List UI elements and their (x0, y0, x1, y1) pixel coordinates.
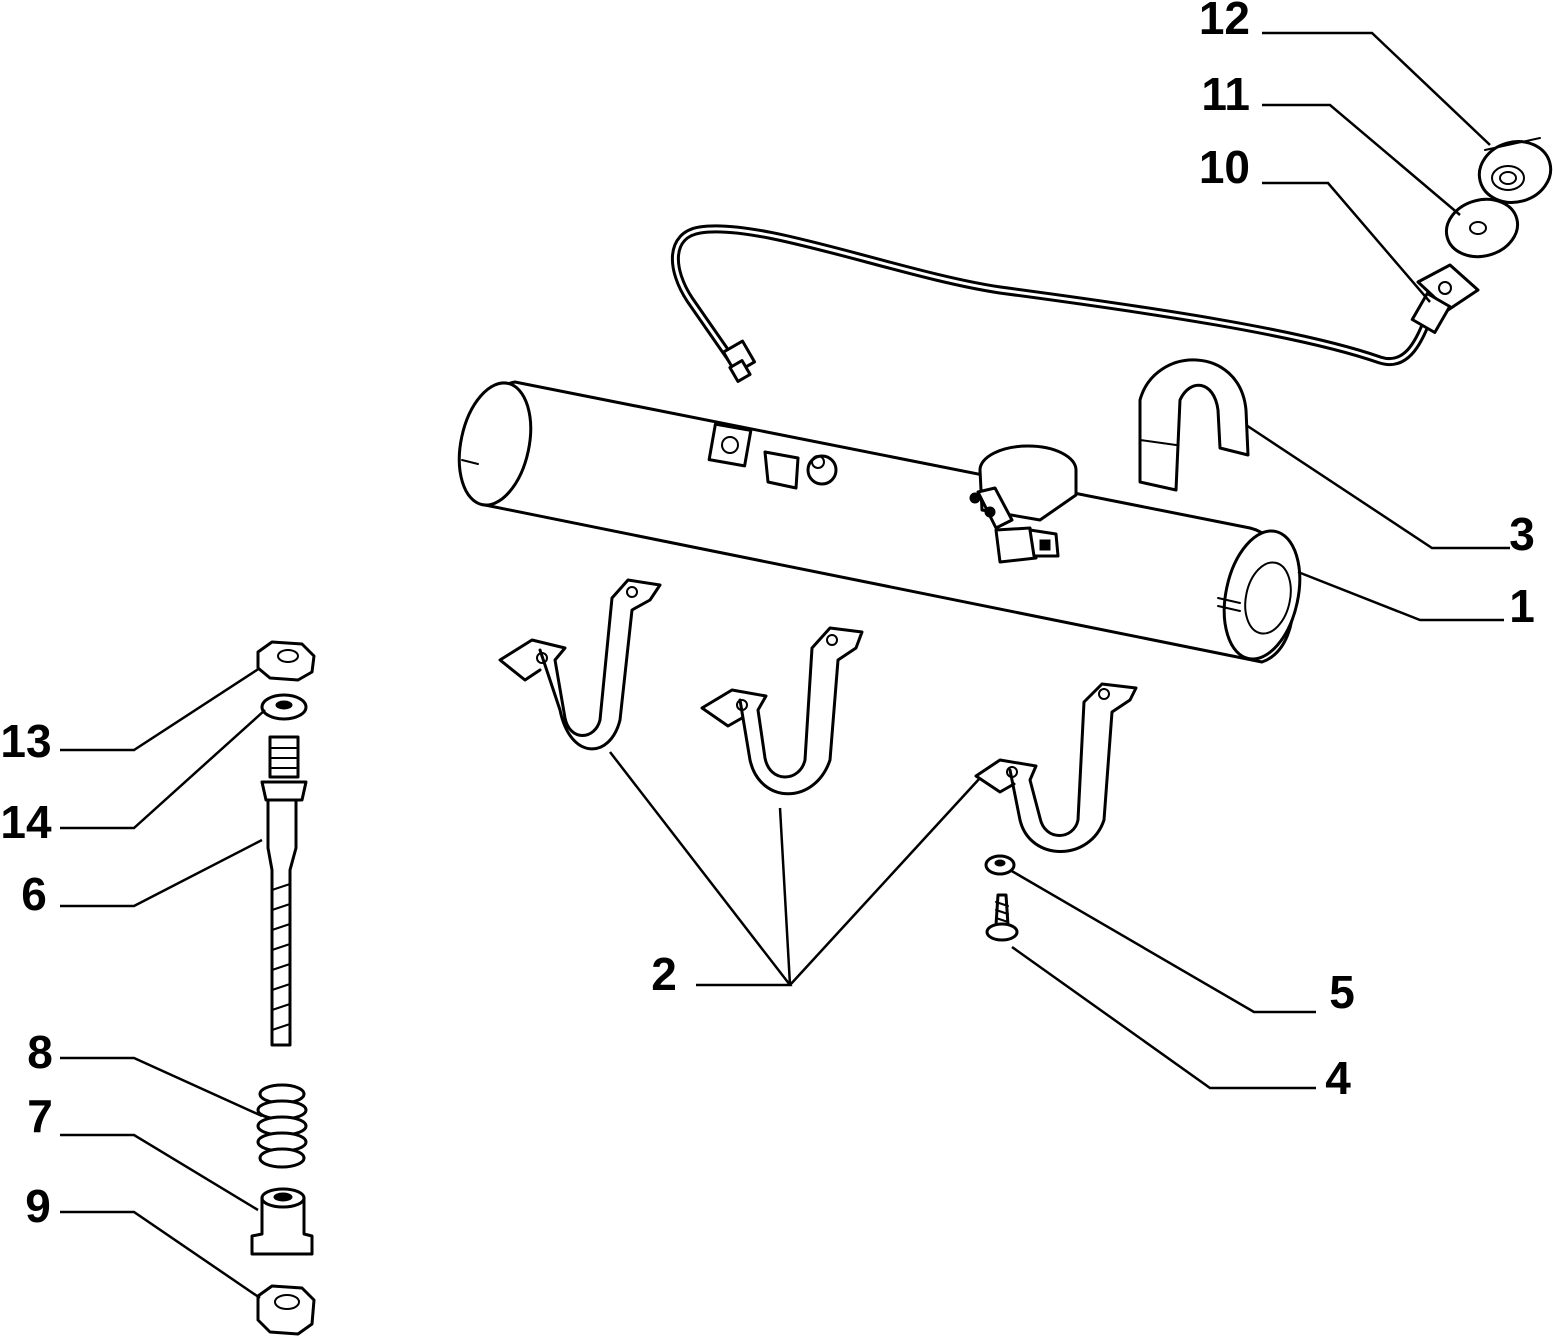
screw-4 (985, 893, 1019, 942)
callout-14: 14 (0, 796, 52, 848)
callout-7: 7 (27, 1090, 53, 1142)
callout-8: 8 (27, 1026, 53, 1078)
tank (457, 380, 1302, 664)
clamp-right (974, 682, 1138, 853)
rubber-strap (1138, 358, 1250, 492)
nut-9 (256, 1284, 316, 1336)
bushing-7 (250, 1187, 314, 1256)
seal-washer (1444, 197, 1520, 259)
washer-14 (260, 693, 308, 721)
callout-2: 2 (651, 948, 677, 1000)
callout-labels: 12 11 10 3 1 13 14 6 2 5 4 8 7 9 (0, 0, 1534, 1232)
threaded-rod-6 (260, 735, 308, 1047)
fuel-pipe (670, 224, 1480, 383)
callout-1: 1 (1509, 580, 1535, 632)
clamp-middle (700, 626, 864, 796)
callout-4: 4 (1325, 1052, 1351, 1104)
clamp-left (498, 578, 662, 751)
callout-9: 9 (25, 1180, 51, 1232)
cap-nut (1477, 137, 1553, 204)
callout-12: 12 (1199, 0, 1250, 44)
leader-lines (60, 31, 1510, 1300)
callout-13: 13 (0, 715, 51, 767)
callout-3: 3 (1509, 508, 1535, 560)
callout-5: 5 (1329, 966, 1355, 1018)
spring-8 (256, 1083, 308, 1169)
callout-10: 10 (1199, 141, 1250, 193)
callout-6: 6 (21, 868, 47, 920)
callout-11: 11 (1201, 68, 1250, 120)
washer-5 (984, 854, 1016, 876)
nut-13 (256, 640, 316, 682)
